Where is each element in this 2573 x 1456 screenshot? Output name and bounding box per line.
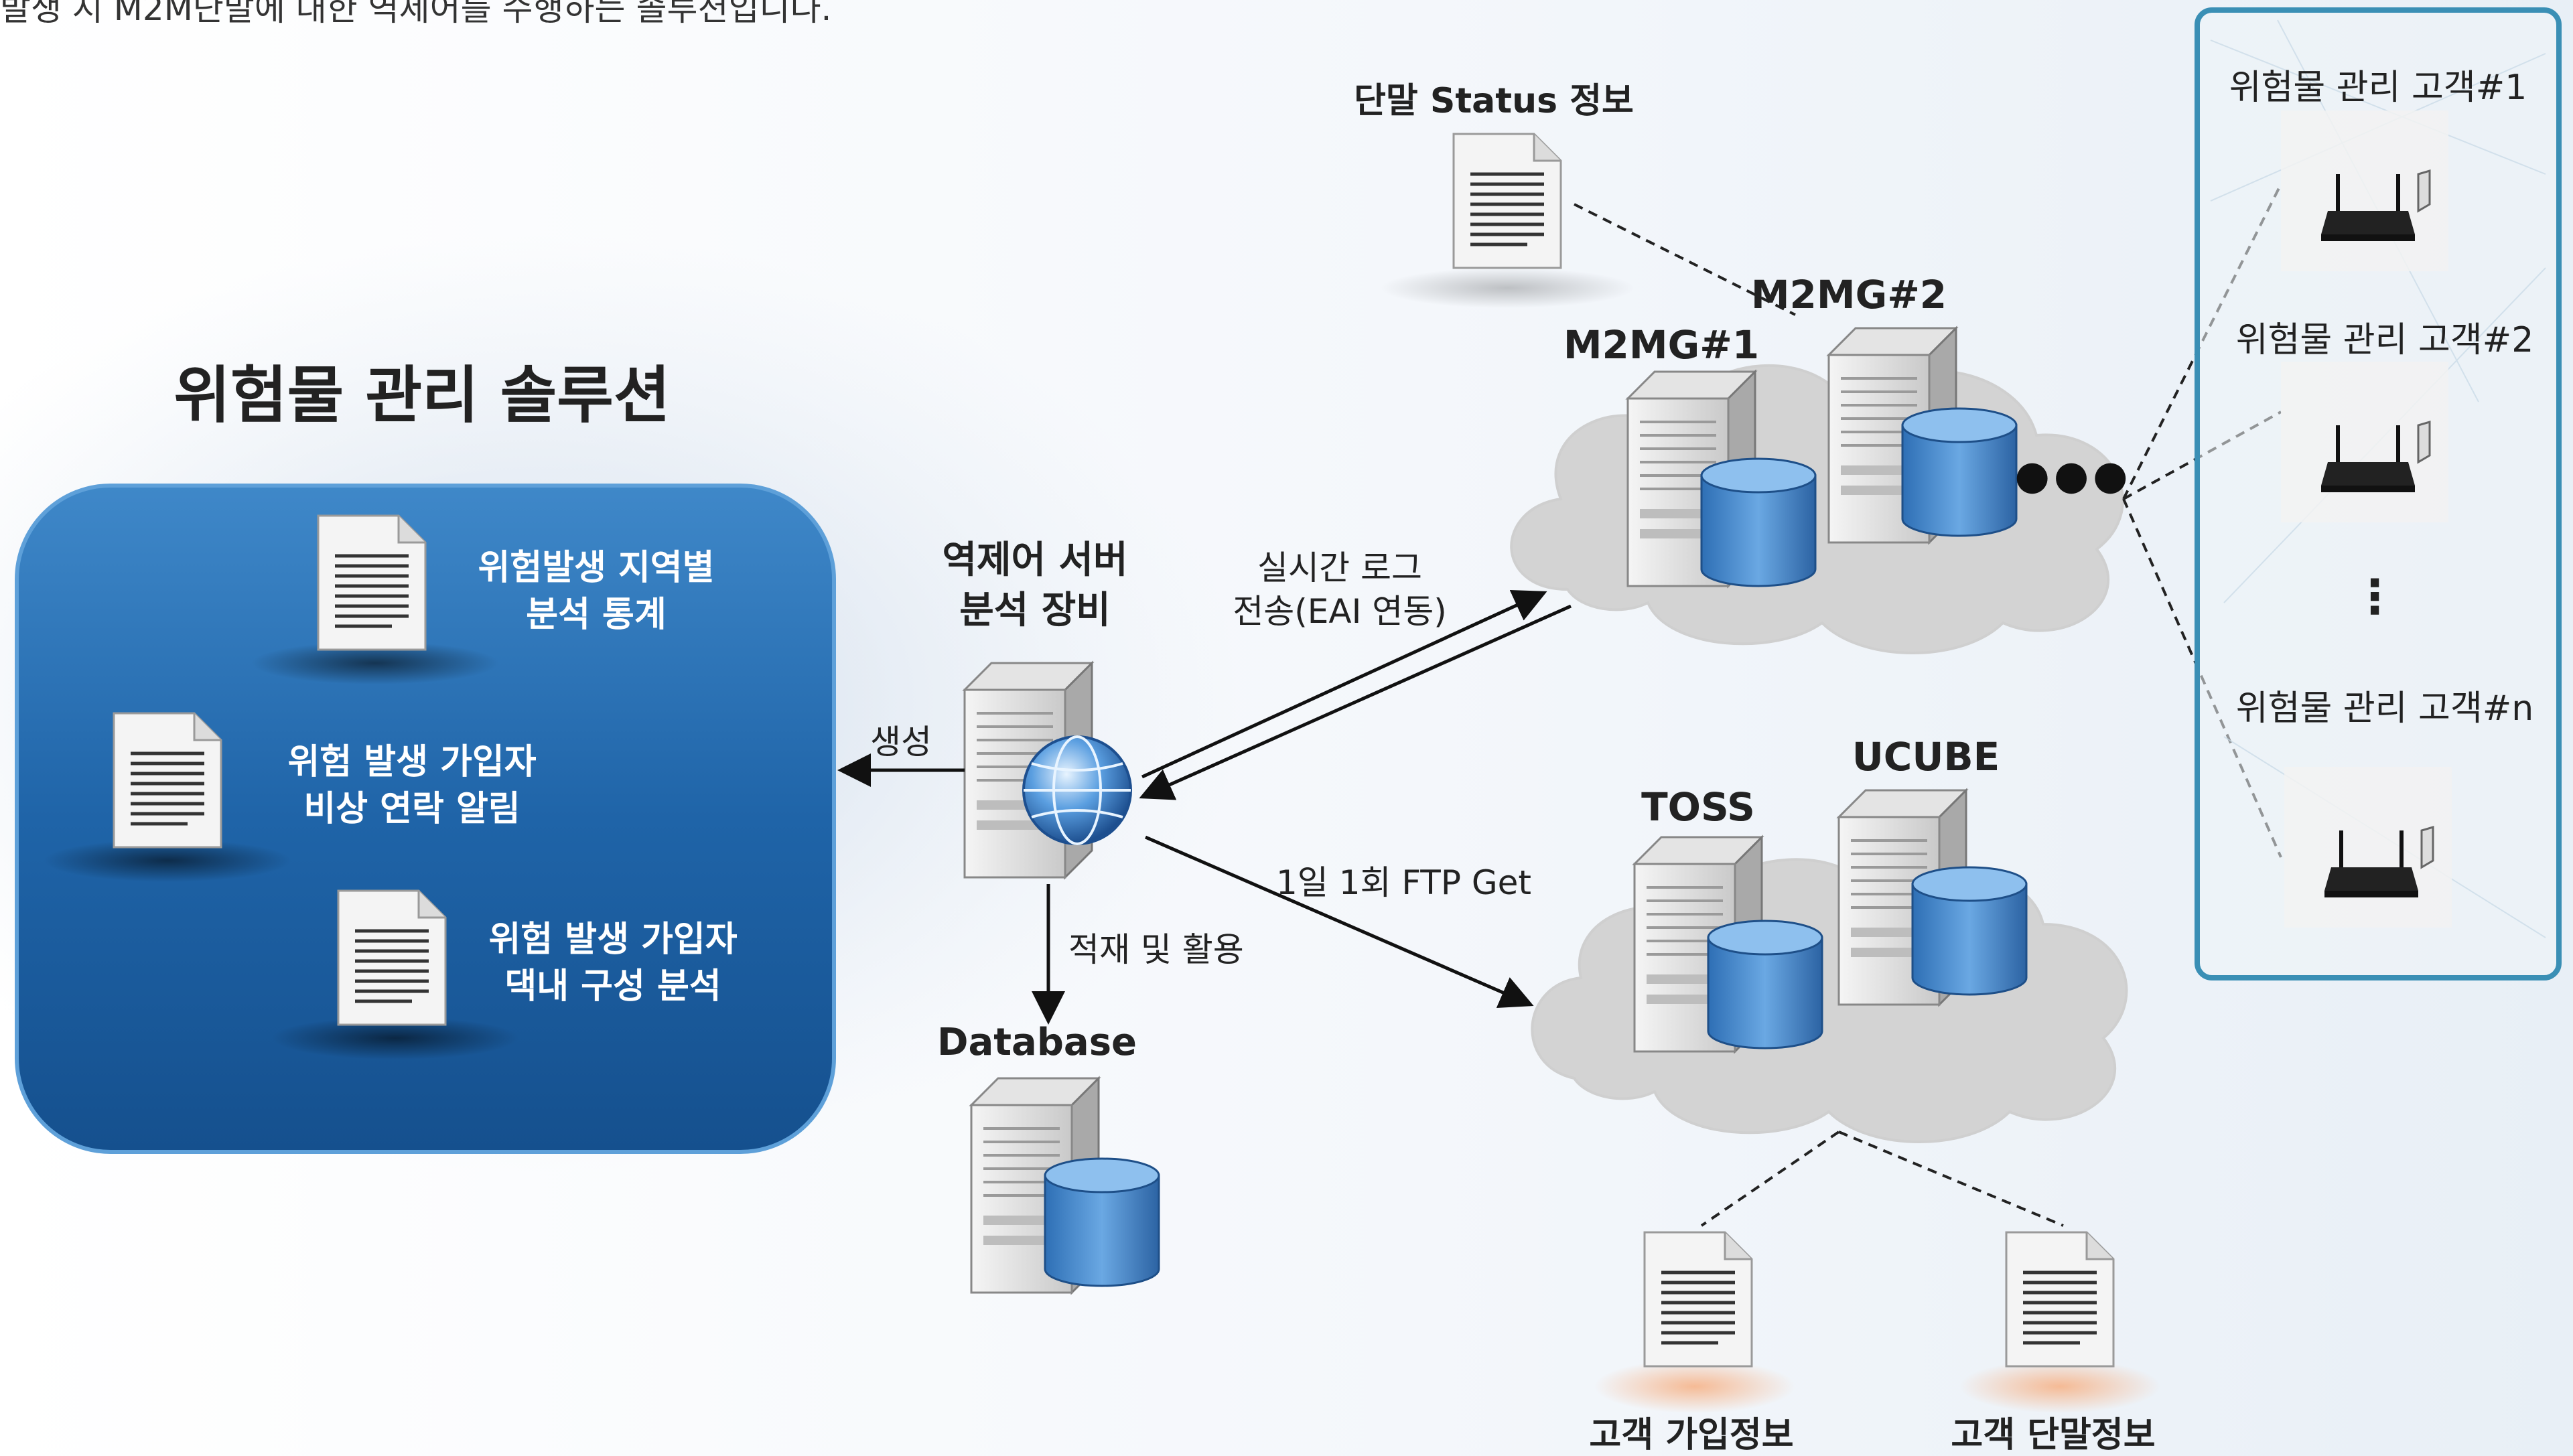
solution-item-3: 위험 발생 가입자 댁내 구성 분석 — [271, 891, 738, 1060]
realtime-label-2: 전송(EAI 연동) — [1233, 592, 1446, 631]
realtime-label-1: 실시간 로그 — [1257, 549, 1422, 587]
ftp-label: 1일 1회 FTP Get — [1276, 863, 1531, 902]
router-icon — [2281, 111, 2448, 271]
load-use-label: 적재 및 활용 — [1068, 930, 1244, 969]
device-info-label: 고객 단말정보 — [1951, 1415, 2155, 1455]
m2mg1-db-icon — [1700, 457, 1817, 587]
customer-label-1: 위험물 관리 고객#1 — [2229, 68, 2527, 108]
database-cylinder-icon — [1044, 1157, 1160, 1287]
status-info-label: 단말 Status 정보 — [1354, 81, 1634, 121]
customer-label-n: 위험물 관리 고객#n — [2236, 688, 2533, 729]
globe-icon — [1022, 735, 1132, 845]
m2mg2-label: M2MG#2 — [1751, 272, 1947, 317]
bottom-dashed-links — [1700, 1131, 2064, 1227]
status-document-icon — [1454, 134, 1561, 268]
status-dashed-link — [1574, 203, 1796, 316]
database-label: Database — [937, 1021, 1137, 1064]
solution-item-line2: 댁내 구성 분석 — [504, 966, 721, 1007]
m2mg1-label: M2MG#1 — [1563, 322, 1759, 368]
solution-item-line1: 위험 발생 가입자 — [287, 742, 536, 782]
vertical-ellipsis: ⋮ — [2351, 569, 2398, 624]
ucube-db-icon — [1911, 866, 2028, 996]
solution-item-line2: 비상 연락 알림 — [303, 789, 520, 829]
device-document-icon — [2006, 1232, 2113, 1366]
document-icon — [338, 891, 445, 1025]
solution-item-line2: 분석 통계 — [526, 595, 666, 635]
toss-ucube-cloud — [1531, 858, 2128, 1143]
server-title-line1: 역제어 서버 — [942, 538, 1127, 582]
solution-item-2: 위험 발생 가입자 비상 연락 알림 — [44, 713, 537, 882]
solution-panel — [15, 484, 836, 1154]
subscription-document-icon — [1645, 1232, 1752, 1366]
router-icon — [2284, 767, 2452, 928]
router-icon — [2281, 362, 2448, 522]
generate-label: 생성 — [870, 723, 932, 761]
realtime-arrow-in — [1139, 604, 1572, 800]
solution-item-line1: 위험발생 지역별 — [478, 548, 715, 588]
realtime-arrow-out — [1141, 590, 1547, 779]
m2mg-cloud — [1510, 364, 2124, 654]
solution-title: 위험물 관리 솔루션 — [173, 360, 670, 431]
solution-item-line1: 위험 발생 가입자 — [488, 920, 737, 960]
document-icon — [114, 713, 221, 847]
m2mg2-db-icon — [1901, 407, 2018, 537]
customer-label-2: 위험물 관리 고객#2 — [2236, 320, 2534, 360]
server-title-line2: 분석 장비 — [959, 589, 1111, 632]
horizontal-ellipsis: ●●● — [2014, 452, 2132, 499]
subscription-info-label: 고객 가입정보 — [1589, 1415, 1793, 1455]
solution-item-1: 위험발생 지역별 분석 통계 — [251, 516, 714, 684]
ftp-arrow — [1145, 835, 1534, 1008]
toss-db-icon — [1707, 920, 1823, 1049]
toss-label: TOSS — [1641, 784, 1755, 830]
ucube-label: UCUBE — [1852, 734, 2000, 780]
intro-text: 발생 시 M2M단말에 대한 역제어를 수행하는 솔루션입니다. — [0, 0, 831, 28]
document-icon — [318, 516, 425, 650]
